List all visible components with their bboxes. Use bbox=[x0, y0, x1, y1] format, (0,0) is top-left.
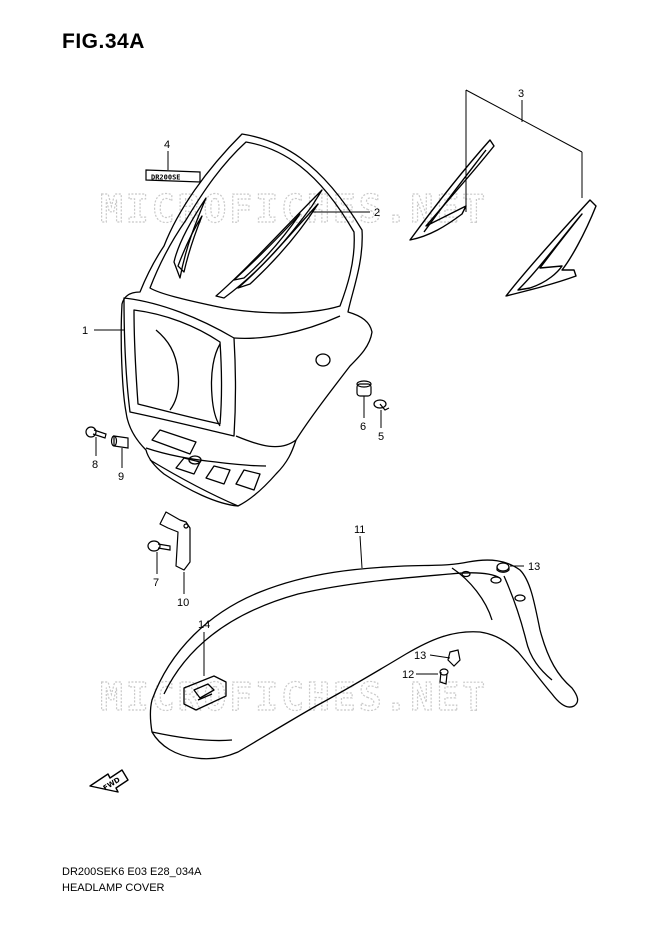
emblem-decal-text: DR200SE bbox=[151, 174, 181, 182]
callout-10: 10 bbox=[177, 597, 189, 609]
callout-6: 6 bbox=[360, 421, 366, 433]
grommet bbox=[356, 380, 372, 397]
callout-8: 8 bbox=[92, 459, 98, 471]
figure-name: HEADLAMP COVER bbox=[62, 882, 165, 894]
callout-1: 1 bbox=[82, 325, 88, 337]
collar bbox=[110, 435, 129, 449]
callout-14: 14 bbox=[198, 619, 210, 631]
leader-lines bbox=[94, 89, 583, 676]
nut-clip-lower bbox=[447, 649, 461, 667]
visor-stripe-decal bbox=[173, 189, 323, 299]
forward-arrow-icon: FWD bbox=[89, 769, 129, 793]
emblem-decal: DR200SE bbox=[145, 169, 201, 183]
callout-11: 11 bbox=[354, 524, 365, 536]
callout-2: 2 bbox=[374, 207, 380, 219]
side-decal-set bbox=[409, 139, 597, 297]
headlamp-cover bbox=[120, 133, 373, 507]
callout-9: 9 bbox=[118, 471, 124, 483]
screw-12 bbox=[439, 668, 449, 685]
callouts: 1 2 3 4 5 6 7 8 9 10 11 12 13 13 14 bbox=[82, 88, 540, 681]
screw-7 bbox=[147, 540, 171, 552]
figure-code: DR200SEK6 E03 E28_034A bbox=[62, 866, 202, 878]
callout-3: 3 bbox=[518, 88, 524, 100]
callout-13b: 13 bbox=[414, 650, 426, 662]
nut-clip-upper bbox=[496, 562, 510, 573]
callout-13a: 13 bbox=[528, 561, 540, 573]
front-fender bbox=[149, 559, 579, 760]
figure-title: FIG.34A bbox=[62, 30, 145, 53]
callout-12: 12 bbox=[402, 669, 414, 681]
fender-emblem bbox=[183, 675, 227, 711]
watermark-bottom: MICROFICHES.NET bbox=[100, 675, 488, 719]
screw-8 bbox=[85, 426, 107, 439]
bracket bbox=[159, 511, 191, 571]
screw-5 bbox=[373, 399, 390, 411]
callout-5: 5 bbox=[378, 431, 384, 443]
callout-4: 4 bbox=[164, 139, 170, 151]
callout-7: 7 bbox=[153, 577, 159, 589]
